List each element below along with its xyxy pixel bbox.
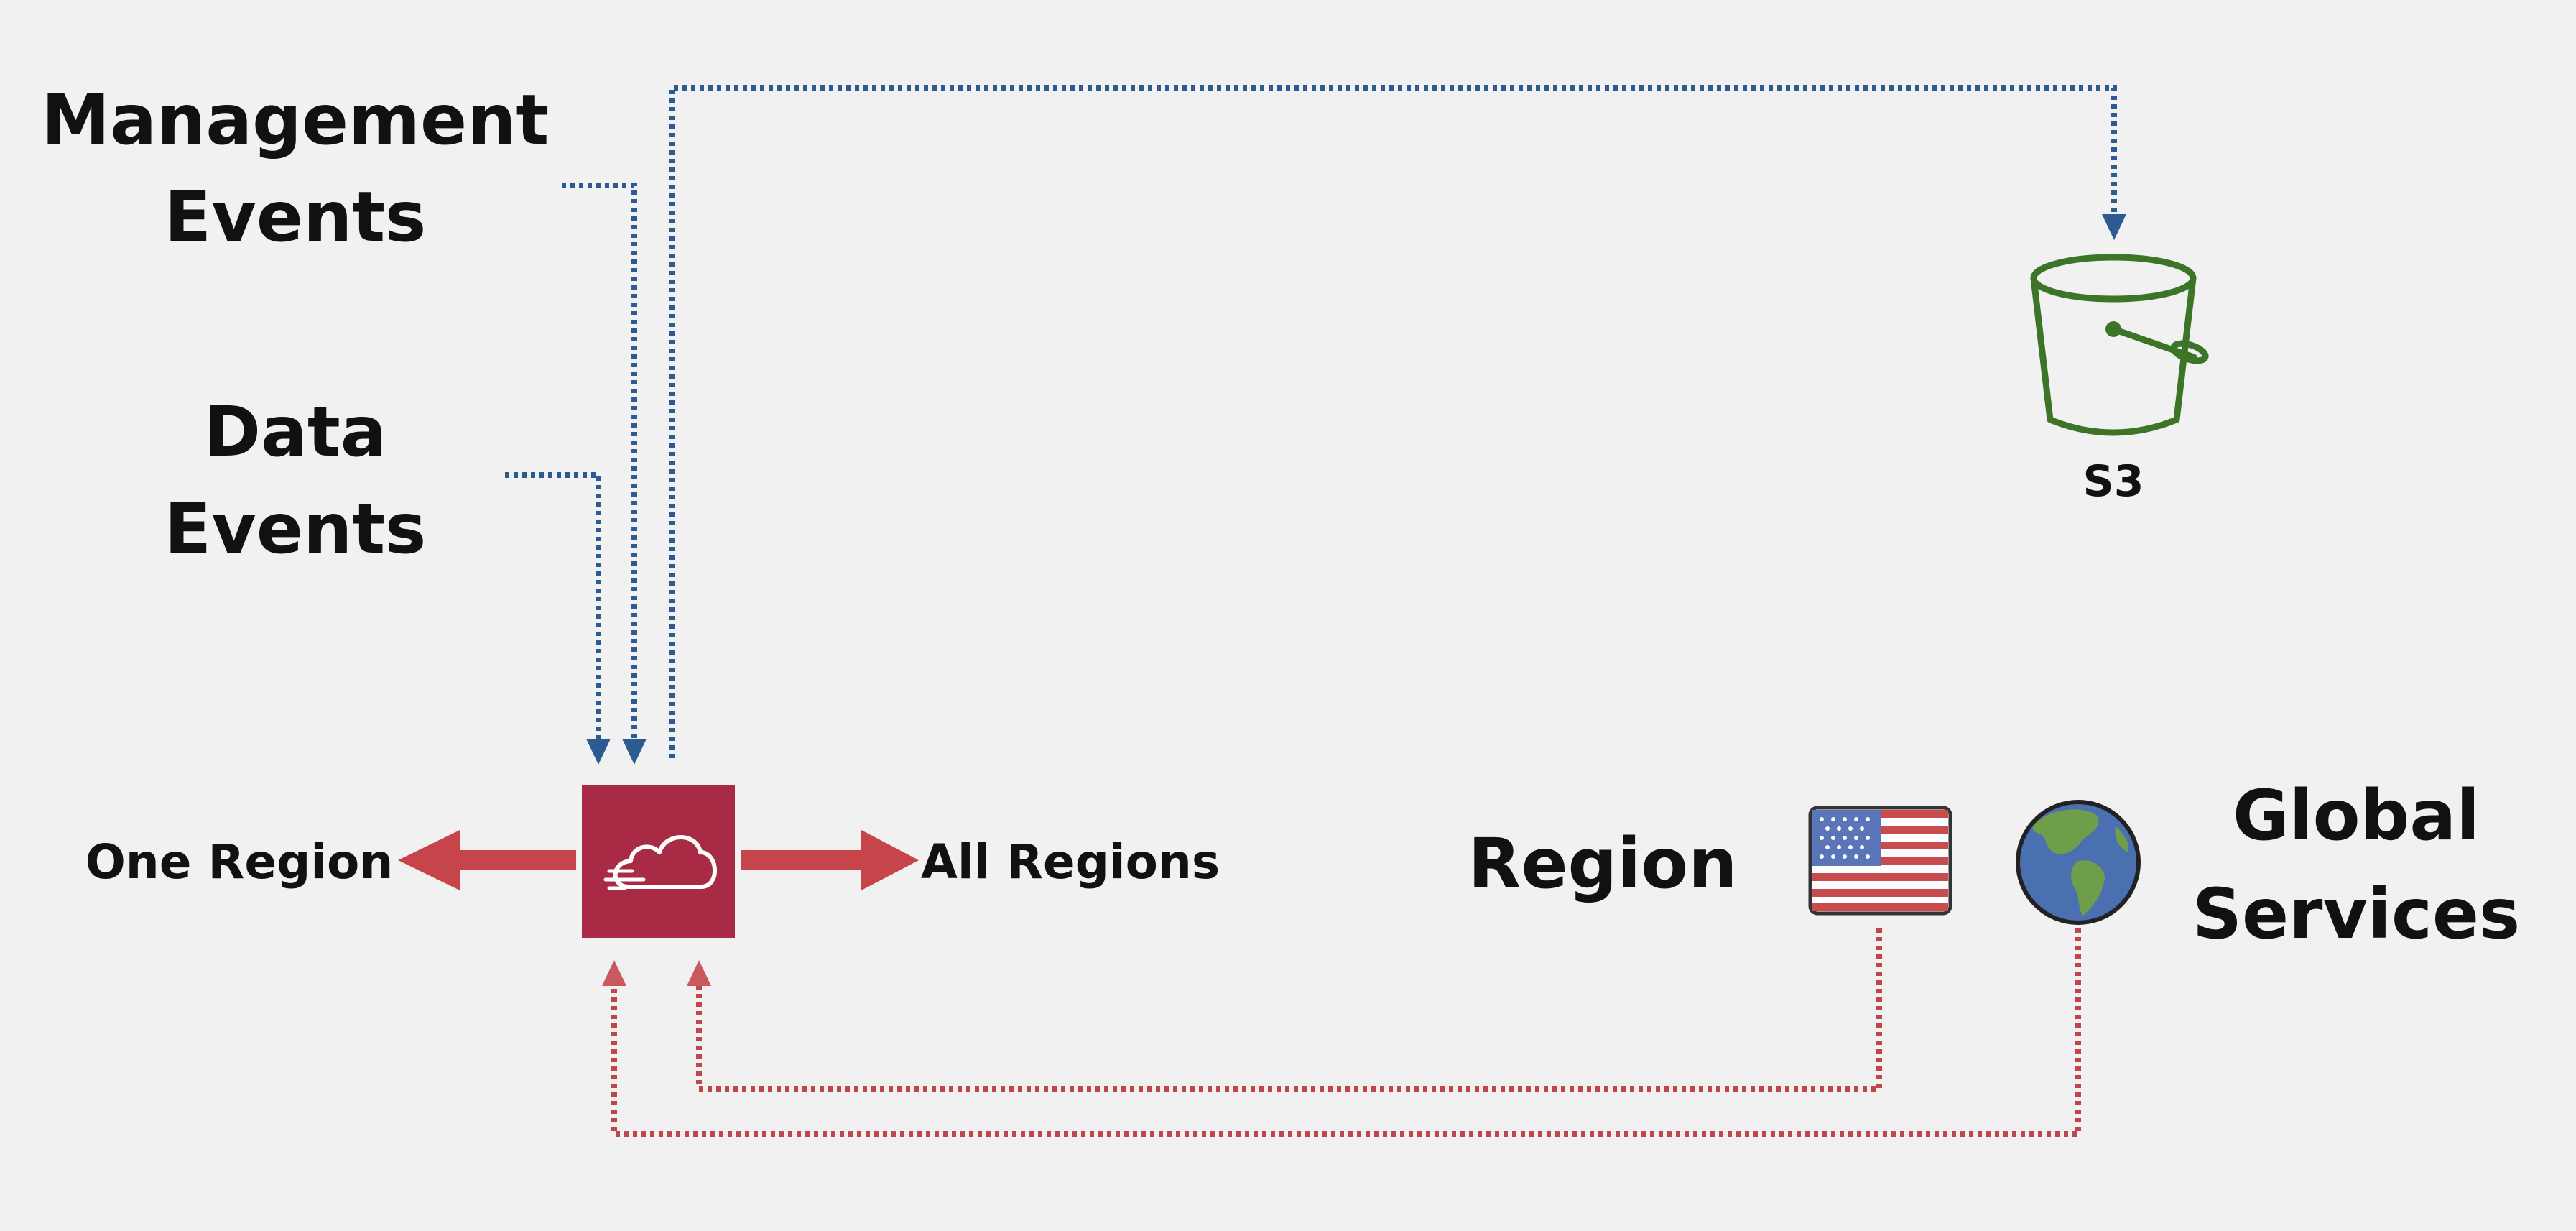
return-connectors (611, 928, 2081, 1137)
return-arrowheads (602, 960, 711, 986)
globe-icon (2016, 800, 2141, 925)
region-label: Region (1468, 824, 1738, 904)
global-return-connector (611, 928, 2081, 1137)
all-regions-label: All Regions (921, 834, 1220, 890)
one-region-label: One Region (85, 834, 394, 890)
region-return-connector (696, 928, 1882, 1092)
management-events-label-line2: Events (165, 177, 427, 257)
global-return-arrowhead (602, 960, 626, 986)
s3-bucket-knob (2105, 321, 2121, 337)
global-services-label-line2: Services (2192, 874, 2520, 954)
management-events-connector (562, 183, 637, 740)
event-arrowheads (586, 214, 2126, 765)
us-flag-icon (1808, 806, 1952, 916)
cloudtrail-icon (582, 785, 735, 938)
global-services-label-line1: Global (2233, 775, 2480, 856)
cloudtrail-to-s3-connector (669, 85, 2117, 758)
s3-arrowhead (2102, 214, 2126, 240)
s3-label: S3 (2083, 456, 2144, 507)
data-events-connector (505, 472, 601, 740)
all-regions-arrow (741, 830, 919, 890)
s3-bucket-icon (2030, 254, 2209, 436)
one-region-arrow (398, 830, 576, 890)
management-events-label-line1: Management (42, 80, 550, 160)
data-arrowhead (586, 739, 611, 765)
data-events-label-line1: Data (203, 392, 386, 472)
data-events-label-line2: Events (165, 489, 427, 569)
region-return-arrowhead (687, 960, 711, 986)
event-connectors (505, 85, 2117, 758)
management-arrowhead (622, 739, 647, 765)
